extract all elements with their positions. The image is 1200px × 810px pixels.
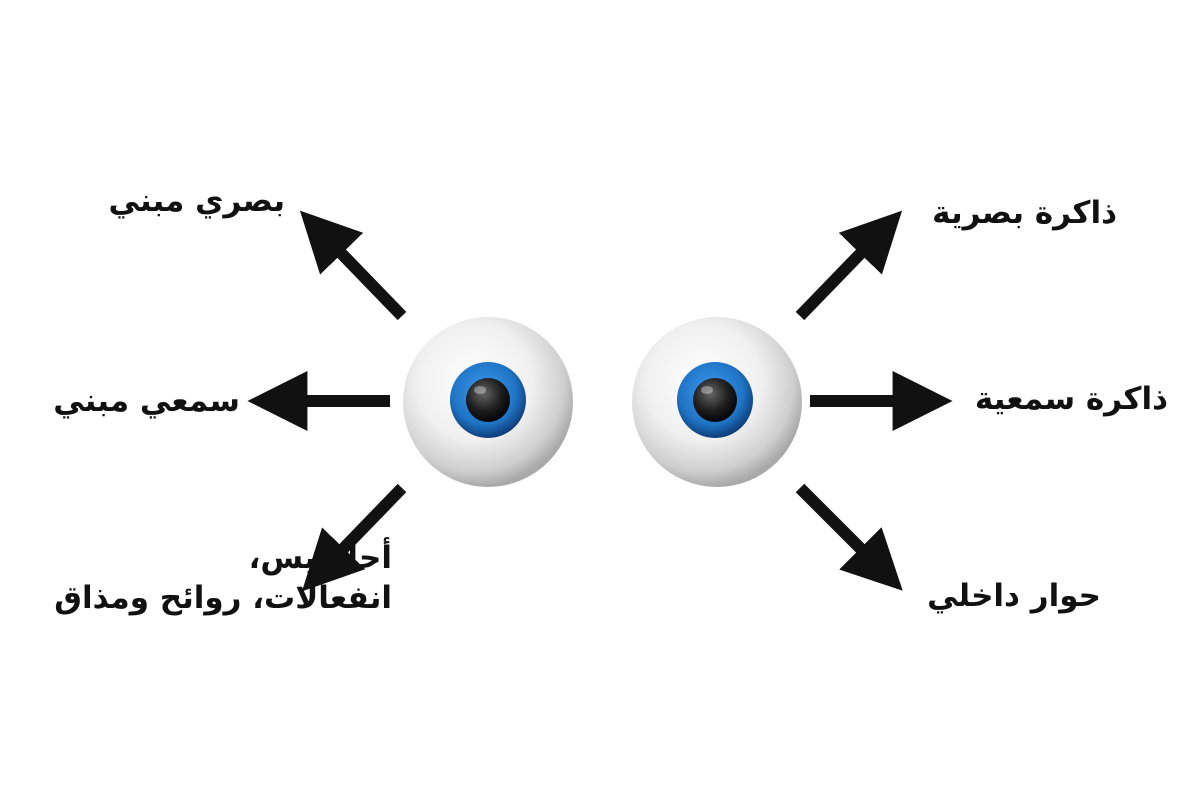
arrow-right-top-icon xyxy=(795,210,903,321)
right-eye-highlight xyxy=(701,386,713,394)
left-pupil xyxy=(466,378,510,422)
label-auditory-constructed: سمعي مبني xyxy=(53,383,240,419)
right-eye-icon xyxy=(632,317,802,487)
right-pupil xyxy=(693,378,737,422)
label-auditory-remembered: ذاكرة سمعية xyxy=(974,381,1168,417)
label-kinesthetic-line2: انفعالات، روائح ومذاق xyxy=(54,580,392,616)
label-kinesthetic-line1: أحاسيس، xyxy=(248,540,392,576)
label-internal-dialogue: حوار داخلي xyxy=(927,578,1101,614)
left-eye-highlight xyxy=(474,386,486,394)
arrow-left-top-icon xyxy=(299,210,407,321)
label-visual-remembered: ذاكرة بصرية xyxy=(932,195,1117,231)
label-visual-constructed: بصري مبني xyxy=(108,183,285,219)
arrow-left-bottom-icon xyxy=(301,483,407,592)
label-kinesthetic: أحاسيس، انفعالات، روائح ومذاق xyxy=(54,538,392,618)
left-eye-icon xyxy=(403,317,573,487)
arrow-right-bottom-icon xyxy=(795,483,903,591)
